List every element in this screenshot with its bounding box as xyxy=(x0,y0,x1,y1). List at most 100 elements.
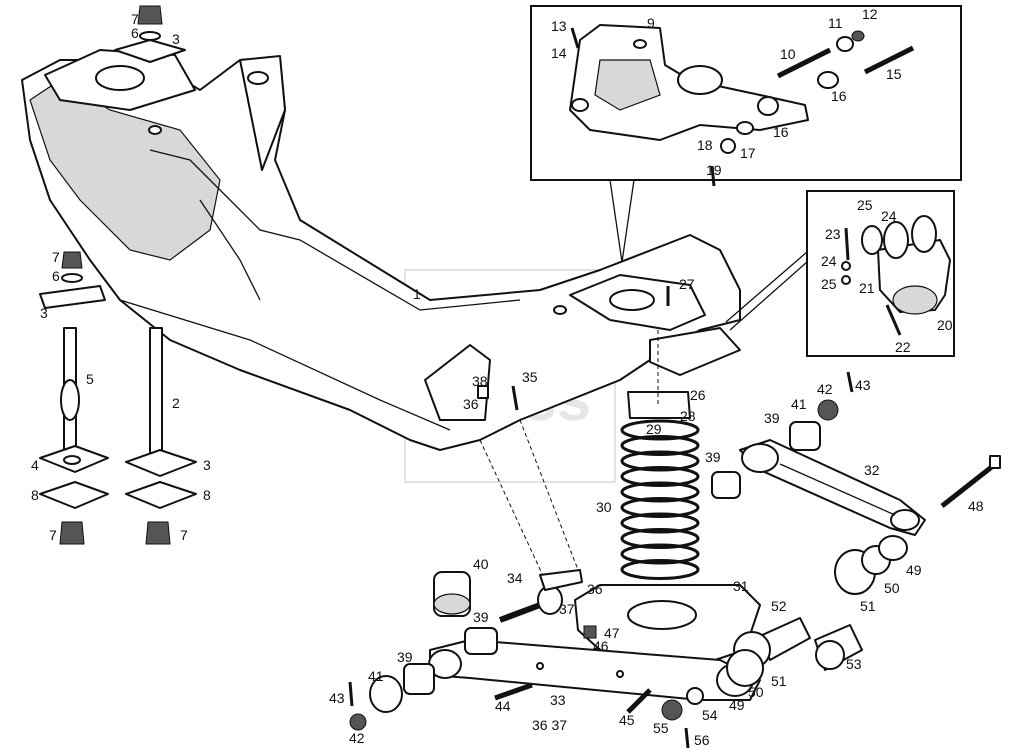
part-label: 7 xyxy=(131,11,139,27)
part-label: 3 xyxy=(203,457,211,473)
subframe xyxy=(21,49,741,451)
part-label: 3 xyxy=(172,31,180,47)
part-label: 7 xyxy=(52,249,60,265)
part-label: 29 xyxy=(646,421,662,437)
part-label: 24 xyxy=(881,208,897,224)
part-label: 31 xyxy=(733,578,749,594)
part-label: 14 xyxy=(551,45,567,61)
mounting-studs xyxy=(39,5,197,545)
part-label: 20 xyxy=(937,317,953,333)
spring-coil xyxy=(620,528,700,549)
upper-arm xyxy=(739,439,926,536)
part-label: 12 xyxy=(862,6,878,22)
part-label: 2 xyxy=(172,395,180,411)
part-label: 49 xyxy=(729,697,745,713)
bolts xyxy=(348,286,1001,749)
inset-upper-mount xyxy=(530,5,962,187)
part-label: 39 xyxy=(764,410,780,426)
part-label: 34 xyxy=(507,570,523,586)
part-label: 6 xyxy=(52,268,60,284)
part-label: 41 xyxy=(368,668,384,684)
part-label: 49 xyxy=(906,562,922,578)
part-label: 19 xyxy=(706,162,722,178)
part-label: 16 xyxy=(773,124,789,140)
part-label: 7 xyxy=(49,527,57,543)
coil-spring xyxy=(620,419,700,585)
part-label: 7 xyxy=(180,527,188,543)
part-label: 4 xyxy=(31,457,39,473)
part-label: 25 xyxy=(821,276,837,292)
part-label: 16 xyxy=(831,88,847,104)
inset-bump-stop xyxy=(806,190,955,357)
spring-coil xyxy=(620,450,700,472)
part-label: 43 xyxy=(855,377,871,393)
spring-coil xyxy=(620,435,700,456)
part-label: 52 xyxy=(771,598,787,614)
part-label: 50 xyxy=(884,580,900,596)
part-label: 11 xyxy=(828,15,843,31)
part-label: 39 xyxy=(705,449,721,465)
part-label: 42 xyxy=(349,730,365,746)
part-label: 37 xyxy=(559,601,575,617)
part-label: 51 xyxy=(860,598,876,614)
part-label: 25 xyxy=(857,197,873,213)
part-label: 10 xyxy=(780,46,796,62)
part-label: 32 xyxy=(864,462,880,478)
part-label: 47 xyxy=(604,625,620,641)
part-label: 41 xyxy=(791,396,807,412)
part-label: 30 xyxy=(596,499,612,515)
part-label: 45 xyxy=(619,712,635,728)
part-label: 8 xyxy=(203,487,211,503)
part-label: 27 xyxy=(679,276,695,292)
part-label: 39 xyxy=(397,649,413,665)
guide-lines xyxy=(479,330,659,581)
spring-coil xyxy=(620,481,700,503)
part-label: 5 xyxy=(86,371,94,387)
part-label: 6 xyxy=(131,25,139,41)
part-label: 22 xyxy=(895,339,911,355)
part-label: 15 xyxy=(886,66,902,82)
part-label: 39 xyxy=(473,609,489,625)
part-label: 56 xyxy=(694,732,710,748)
part-label: 36 xyxy=(463,396,479,412)
part-label: 38 xyxy=(472,373,488,389)
part-label: 33 xyxy=(550,692,566,708)
part-label: 18 xyxy=(697,137,713,153)
part-label: 9 xyxy=(647,15,655,31)
spring-coil xyxy=(620,512,700,534)
spring-coil xyxy=(620,419,700,441)
part-label: 28 xyxy=(680,408,696,424)
part-label: 24 xyxy=(821,253,837,269)
part-label: 36 37 xyxy=(532,717,567,733)
part-label: 21 xyxy=(859,280,875,296)
part-label: 55 xyxy=(653,720,669,736)
part-label: 36 xyxy=(587,581,603,597)
spring-coil xyxy=(620,543,700,565)
spring-coil xyxy=(620,559,700,580)
part-label: 13 xyxy=(551,18,567,34)
inset-upper-pointer xyxy=(609,179,635,263)
spring-coil xyxy=(620,497,700,518)
part-label: 40 xyxy=(473,556,489,572)
part-label: 26 xyxy=(690,387,706,403)
part-label: 54 xyxy=(702,707,718,723)
spring-coil xyxy=(620,466,700,487)
bushes xyxy=(349,399,908,731)
part-label: 1 xyxy=(413,286,421,302)
part-label: 46 xyxy=(593,638,609,654)
part-label: 23 xyxy=(825,226,841,242)
part-label: 48 xyxy=(968,498,984,514)
part-label: 44 xyxy=(495,698,511,714)
inset-bump-pointer xyxy=(725,250,808,331)
part-label: 42 xyxy=(817,381,833,397)
part-label: 35 xyxy=(522,369,538,385)
part-label: 50 xyxy=(748,684,764,700)
part-label: 3 xyxy=(40,305,48,321)
part-label: 17 xyxy=(740,145,756,161)
part-label: 51 xyxy=(771,673,787,689)
part-label: 43 xyxy=(329,690,345,706)
part-label: 53 xyxy=(846,656,862,672)
